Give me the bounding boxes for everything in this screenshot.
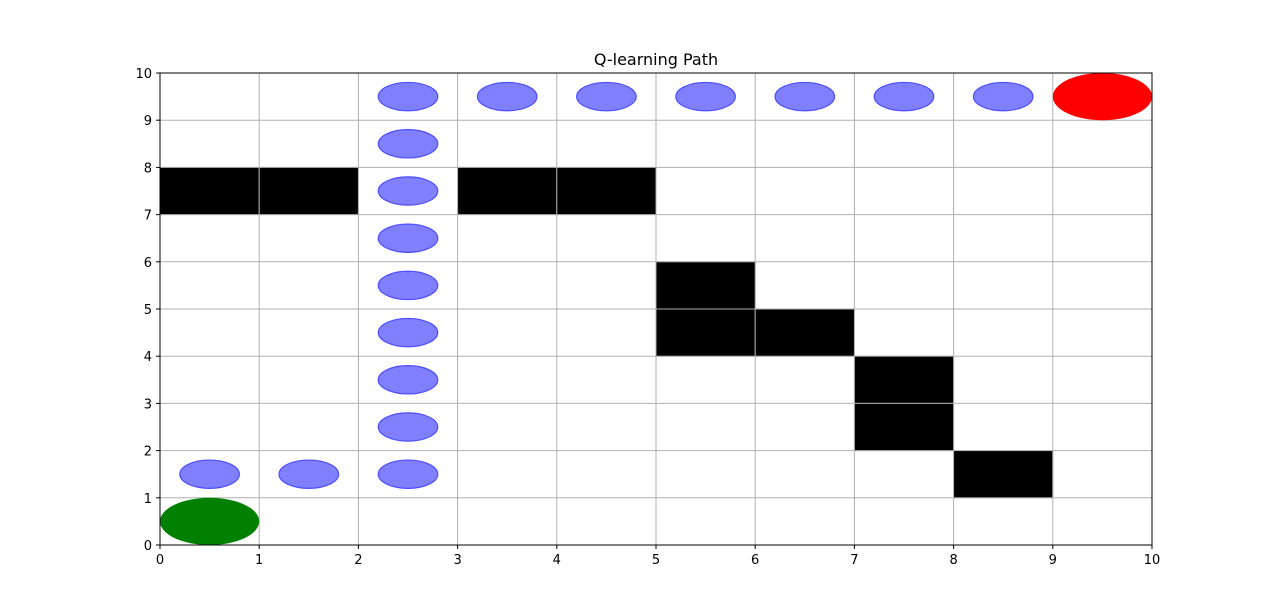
y-tick-label-7: 7 bbox=[144, 209, 152, 224]
x-tick-label-10: 10 bbox=[1144, 553, 1161, 568]
y-tick-label-2: 2 bbox=[144, 445, 152, 460]
path-marker-7 bbox=[377, 223, 439, 253]
obstacle-cell-2 bbox=[457, 166, 558, 216]
y-tick-label-6: 6 bbox=[144, 256, 152, 271]
endpoints bbox=[160, 73, 1152, 545]
path-marker-5 bbox=[377, 317, 439, 348]
x-axis-ticks: 0 1 2 3 4 5 6 7 8 9 10 bbox=[156, 545, 1160, 568]
path-markers bbox=[179, 81, 1034, 489]
x-tick-label-7: 7 bbox=[850, 553, 858, 568]
obstacles bbox=[159, 166, 1054, 499]
x-tick-label-0: 0 bbox=[156, 553, 164, 568]
y-tick-label-8: 8 bbox=[144, 161, 152, 176]
start-marker bbox=[160, 497, 260, 545]
obstacle-cell-3 bbox=[556, 166, 657, 216]
path-marker-3 bbox=[377, 412, 439, 442]
y-tick-label-4: 4 bbox=[144, 350, 152, 365]
y-tick-label-10: 10 bbox=[135, 67, 152, 82]
obstacle-cell-6 bbox=[754, 308, 855, 357]
x-tick-label-6: 6 bbox=[751, 553, 759, 568]
x-tick-label-3: 3 bbox=[453, 553, 461, 568]
path-marker-13 bbox=[675, 81, 736, 112]
path-marker-0 bbox=[179, 459, 240, 489]
y-tick-label-0: 0 bbox=[144, 539, 152, 554]
x-tick-label-9: 9 bbox=[1049, 553, 1057, 568]
y-tick-label-1: 1 bbox=[144, 492, 152, 507]
path-marker-9 bbox=[377, 129, 439, 159]
path-marker-8 bbox=[377, 176, 439, 206]
x-tick-label-5: 5 bbox=[652, 553, 660, 568]
path-marker-4 bbox=[377, 365, 439, 395]
y-tick-label-3: 3 bbox=[144, 397, 152, 412]
y-axis-ticks: 0 1 2 3 4 5 6 7 8 9 10 bbox=[135, 67, 160, 554]
obstacle-cell-4 bbox=[655, 261, 756, 310]
y-tick-label-9: 9 bbox=[144, 114, 152, 129]
y-tick-label-5: 5 bbox=[144, 303, 152, 318]
path-marker-6 bbox=[377, 270, 439, 301]
path-marker-11 bbox=[476, 81, 538, 112]
x-tick-label-4: 4 bbox=[553, 553, 561, 568]
x-tick-label-1: 1 bbox=[255, 553, 263, 568]
path-marker-14 bbox=[774, 81, 836, 112]
obstacle-cell-7 bbox=[853, 355, 955, 404]
path-marker-1 bbox=[278, 459, 340, 489]
obstacle-cell-1 bbox=[258, 166, 359, 216]
path-marker-16 bbox=[972, 81, 1034, 112]
x-tick-label-2: 2 bbox=[354, 553, 362, 568]
obstacle-cell-0 bbox=[159, 166, 260, 216]
path-marker-12 bbox=[576, 81, 637, 112]
obstacle-cell-5 bbox=[655, 308, 756, 357]
chart-title: Q-learning Path bbox=[594, 50, 718, 69]
x-tick-label-8: 8 bbox=[949, 553, 957, 568]
obstacle-cell-8 bbox=[853, 402, 955, 452]
obstacle-cell-9 bbox=[953, 450, 1054, 499]
path-marker-10 bbox=[377, 81, 439, 112]
path-marker-2 bbox=[377, 459, 439, 489]
path-marker-15 bbox=[873, 81, 935, 112]
goal-marker bbox=[1052, 73, 1152, 121]
